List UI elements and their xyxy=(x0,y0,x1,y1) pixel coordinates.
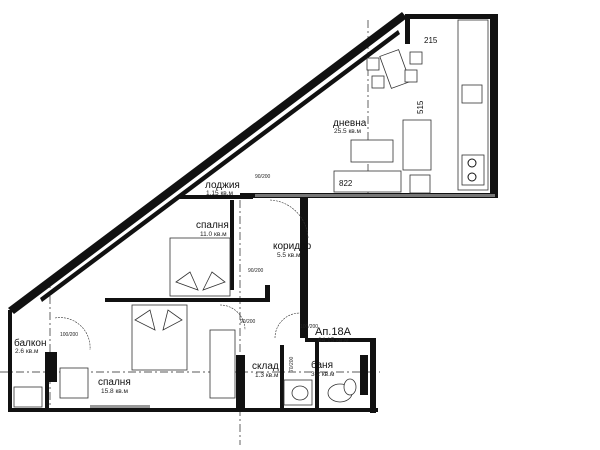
door-tag-bedroom-2: 90/200 xyxy=(240,319,256,325)
room-name-bathroom: баня xyxy=(311,359,333,371)
kitchen-counter xyxy=(457,19,489,191)
bed-small-bedroom xyxy=(169,237,231,297)
room-name-living: дневна xyxy=(333,118,367,129)
dining-table xyxy=(366,49,423,89)
dimension-kitchen-width: 215 xyxy=(424,36,438,45)
sofa xyxy=(333,119,432,194)
washing-machine-drum xyxy=(291,385,309,401)
door-tag-bathroom: 100/200 xyxy=(300,324,318,330)
room-area-living: 25.5 кв.м xyxy=(334,128,362,135)
room-area-balcony: 2.6 кв.м xyxy=(15,348,39,355)
room-name-balcony: балкон xyxy=(14,337,46,349)
door-tag-balcony: 100/200 xyxy=(60,332,78,338)
room-area-bathroom: 3.2 кв.м xyxy=(311,371,335,378)
door-swings xyxy=(54,199,309,351)
room-name-corridor: коридор xyxy=(273,241,312,252)
toilet xyxy=(343,378,357,396)
room-area-bedroom-2: 15.8 кв.м xyxy=(101,388,129,395)
room-name-loggia: лоджия xyxy=(205,180,240,191)
dimension-living-depth: 515 xyxy=(416,100,425,114)
room-area-loggia: 1.15 кв.м xyxy=(206,190,234,197)
dimension-living-width: 822 xyxy=(339,179,353,188)
room-name-storage: склад xyxy=(252,361,279,372)
room-name-bedroom-1: спалня xyxy=(196,220,229,231)
armchair xyxy=(59,367,89,399)
room-name-bedroom-2: спалня xyxy=(98,377,131,388)
room-area-bedroom-1: 11.0 кв.м xyxy=(200,231,227,238)
wardrobe xyxy=(209,329,236,399)
door-tag-storage: 70/200 xyxy=(289,356,295,372)
door-tag-bedroom-1: 90/200 xyxy=(248,268,264,274)
bed-large-bedroom xyxy=(131,304,188,371)
apartment-label: Ап.18А xyxy=(315,326,352,338)
door-tag-loggia: 90/200 xyxy=(255,174,271,180)
room-area-storage: 1.3 кв.м xyxy=(255,372,279,379)
walls xyxy=(8,12,498,413)
apartment-area: 84.15 кв.м xyxy=(318,337,349,344)
room-area-corridor: 5.5 кв.м xyxy=(277,252,301,259)
plant xyxy=(13,386,43,408)
